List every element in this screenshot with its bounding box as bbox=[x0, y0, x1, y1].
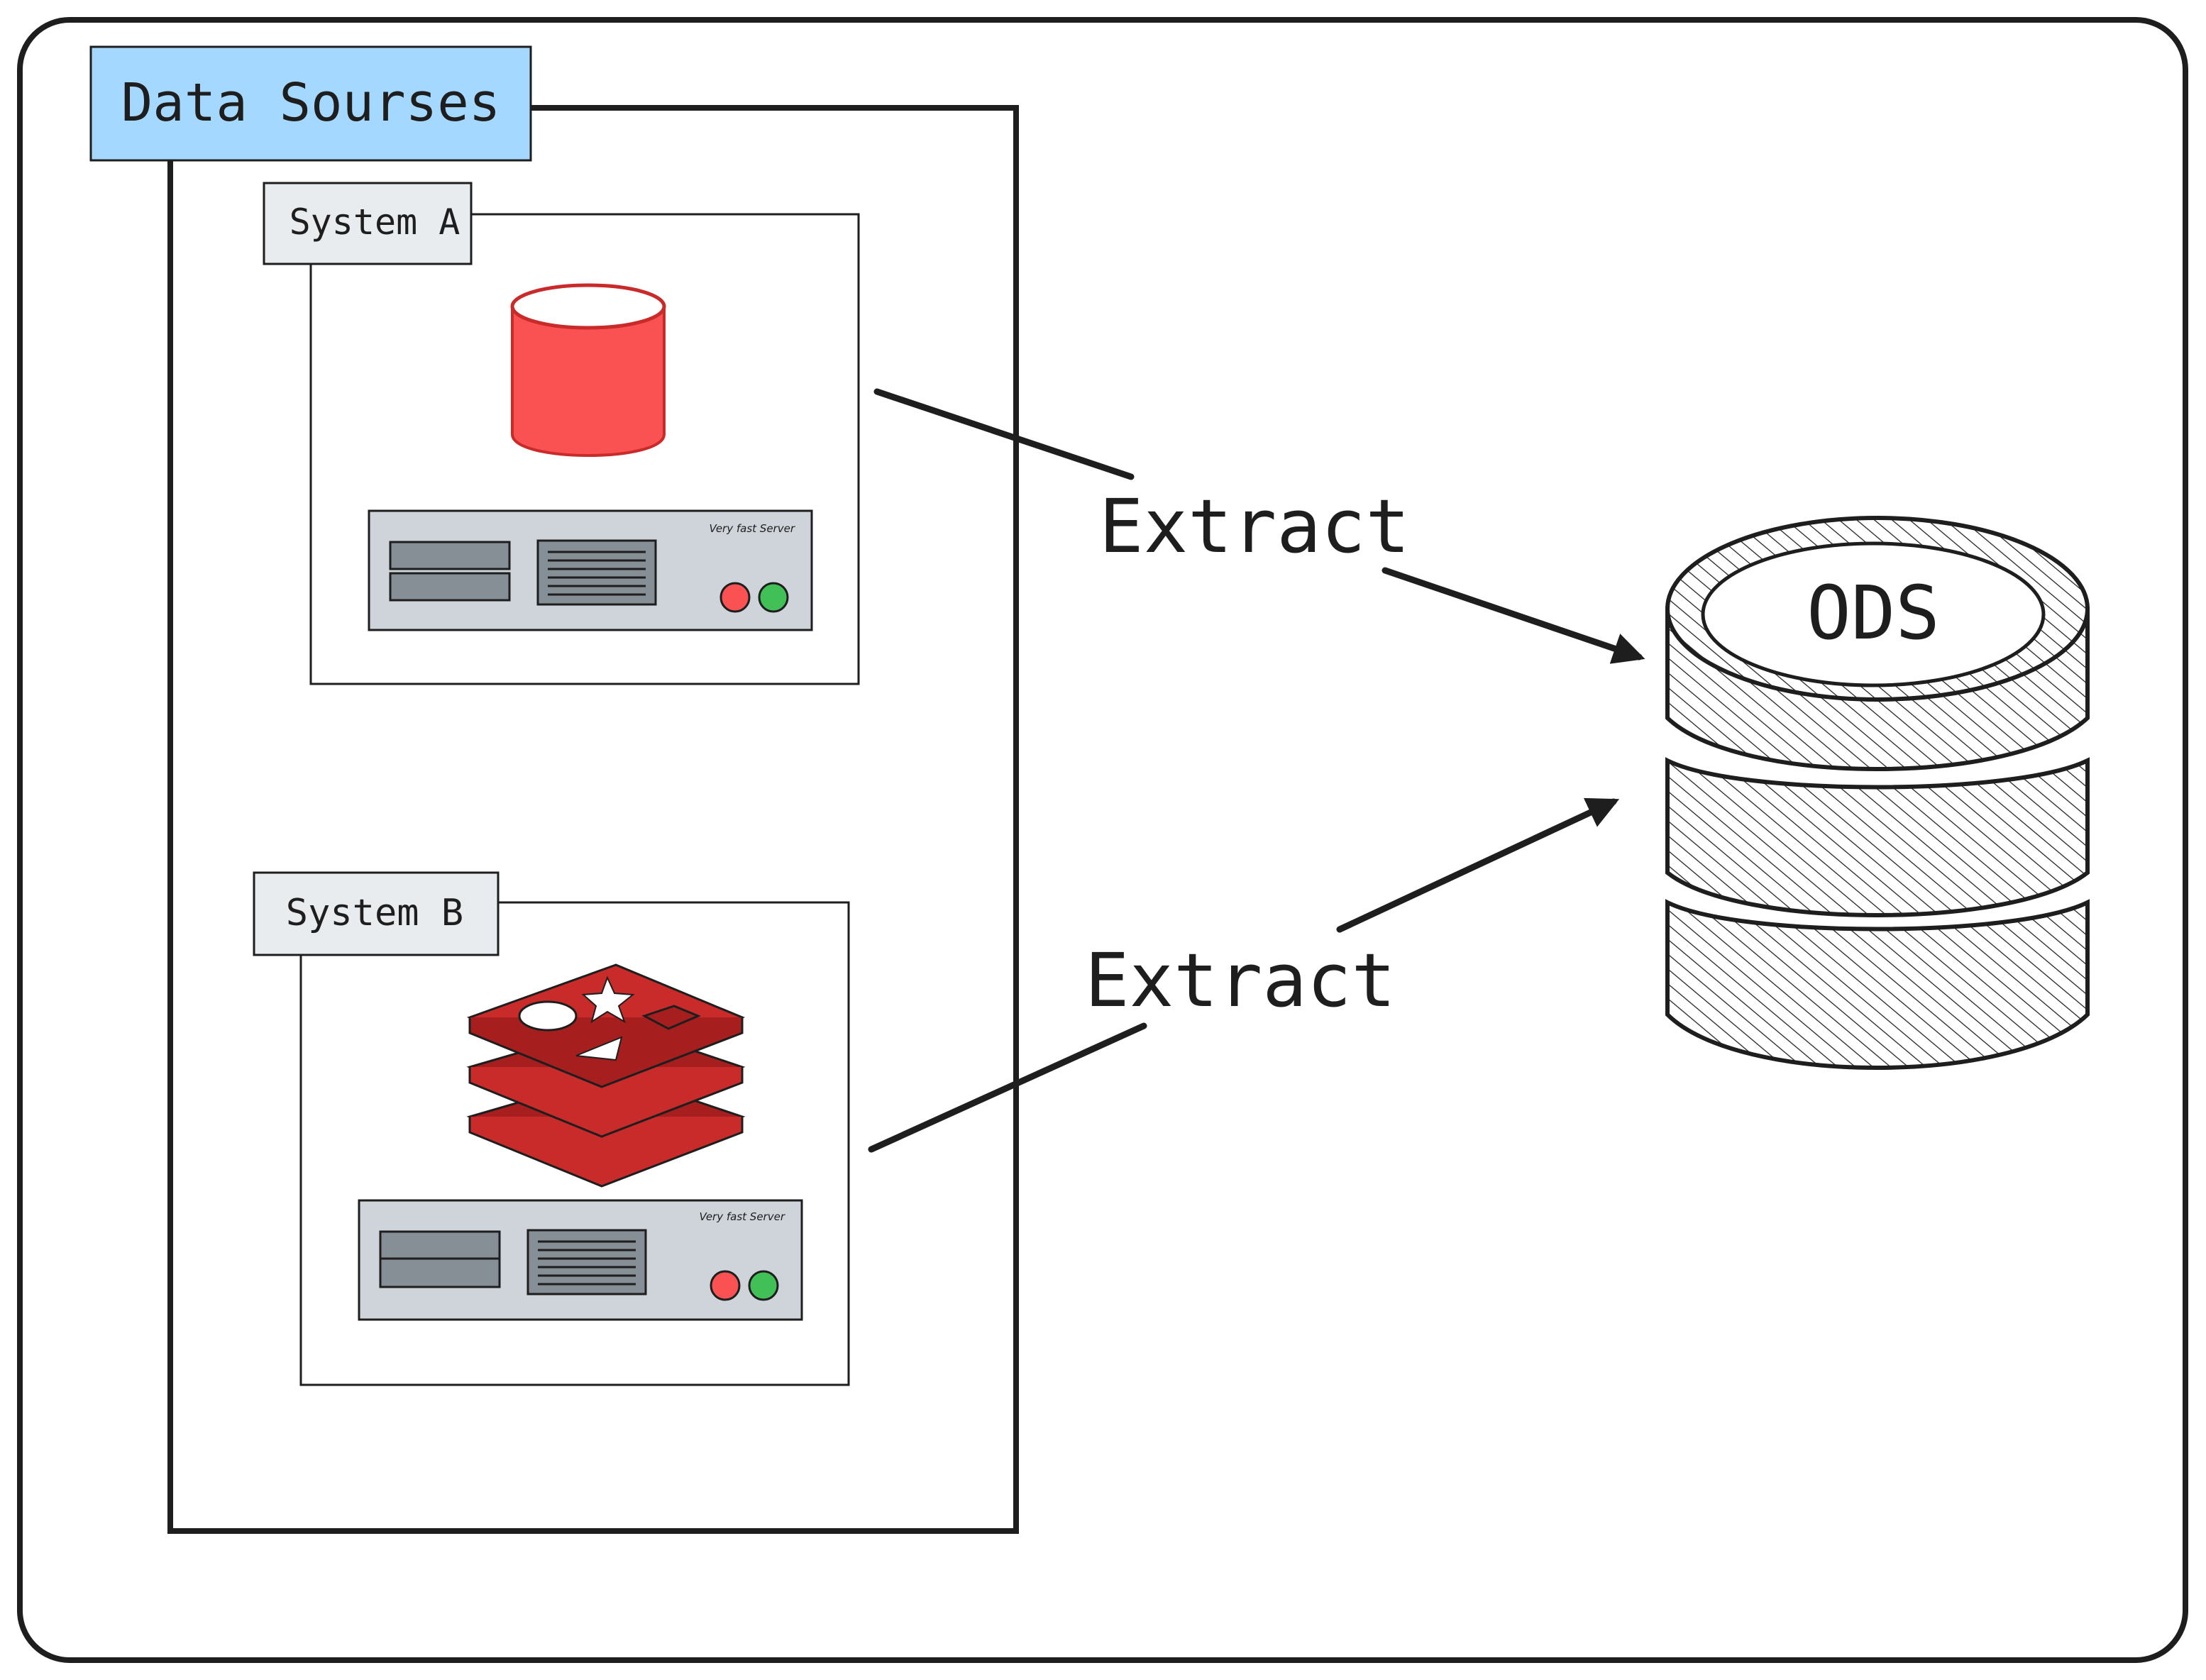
system-a-group: System A Very fast Server bbox=[263, 182, 860, 685]
server-a-label: Very fast Server bbox=[709, 522, 795, 535]
data-sources-group: Data Sourses bbox=[89, 45, 1019, 1534]
ods-label: ODS bbox=[1807, 570, 1940, 656]
ods-label-plate bbox=[1701, 541, 2046, 687]
database-cylinder-icon bbox=[510, 283, 666, 457]
data-sources-label: Data Sourses bbox=[121, 72, 501, 133]
system-a-header bbox=[263, 182, 473, 265]
extract-arrow-bottom bbox=[868, 797, 1620, 1153]
ods-database-stack-icon bbox=[1665, 516, 2090, 1070]
led-red bbox=[719, 582, 751, 613]
led-green bbox=[758, 582, 789, 613]
led-green bbox=[748, 1270, 779, 1301]
server-b-label: Very fast Server bbox=[699, 1210, 785, 1223]
system-b-header bbox=[253, 871, 500, 956]
extract-label-bottom: Extract bbox=[1085, 937, 1396, 1024]
system-b-label: System B bbox=[286, 892, 463, 934]
server-rack-icon bbox=[358, 1199, 803, 1321]
extract-label-top: Extract bbox=[1099, 483, 1410, 570]
data-sources-container bbox=[167, 105, 1019, 1534]
system-a-label: System A bbox=[289, 201, 460, 243]
data-sources-header bbox=[89, 45, 532, 162]
system-b-group: System B V bbox=[253, 871, 850, 1386]
led-red bbox=[710, 1270, 741, 1301]
server-rack-icon bbox=[368, 509, 813, 631]
redis-stack-icon bbox=[466, 963, 746, 1188]
extract-arrow-top bbox=[873, 388, 1645, 664]
